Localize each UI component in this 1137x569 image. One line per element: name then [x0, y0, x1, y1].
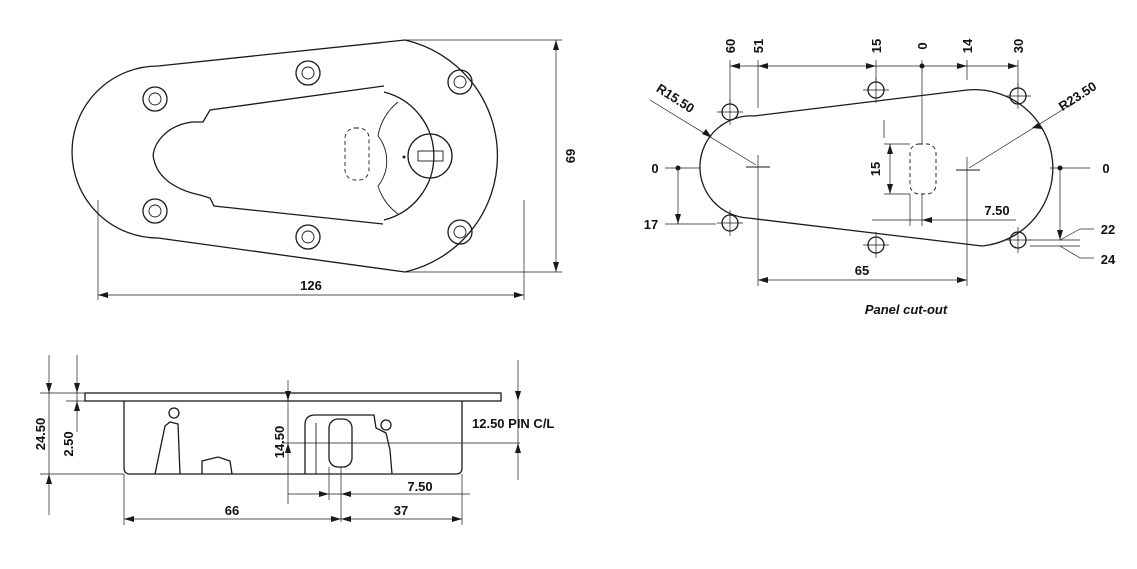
fixing-hole-inner	[148, 204, 162, 218]
top-view: 126 69	[71, 39, 578, 300]
side-view-pin-housing	[304, 414, 393, 475]
fixing-hole	[447, 69, 473, 95]
side-view-pivot-right	[380, 419, 392, 431]
fixing-hole-inner	[301, 66, 315, 80]
top-view-height-dimension: 69	[405, 39, 578, 273]
cutout-view: 60 51 15 0 14 30 R15.50 R23.50 0 17	[644, 38, 1116, 317]
side-view-offset-dimension: 7.50	[288, 467, 470, 522]
side-view-pin-cl-dimension: 12.50 PIN C/L	[472, 360, 554, 480]
cutout-slot	[909, 143, 937, 195]
cutout-right-22-label: 22	[1101, 222, 1115, 237]
fixing-hole	[142, 86, 168, 112]
cutout-radius-left-label: R15.50	[654, 81, 697, 116]
top-view-lock-dot	[402, 155, 406, 159]
fixing-hole	[295, 60, 321, 86]
top-view-lock-housing-inner	[377, 101, 399, 215]
cutout-outline	[699, 88, 1054, 247]
cutout-left-dimensions: 0 17	[644, 161, 716, 232]
cutout-top-label-30: 30	[1011, 39, 1026, 53]
top-view-key-slot	[417, 150, 444, 162]
cutout-width-dimension: 65	[757, 180, 968, 286]
side-view-pivot-left	[168, 407, 180, 419]
cutout-top-label-60: 60	[723, 39, 738, 53]
side-view-height-dimensions: 24.50 2.50	[33, 355, 124, 515]
top-view-recess-outline	[152, 85, 385, 225]
cutout-radius-right-label: R23.50	[1056, 79, 1099, 114]
side-view-flange	[84, 392, 502, 402]
cutout-top-label-51: 51	[751, 39, 766, 53]
cutout-right-24-label: 24	[1101, 252, 1116, 267]
side-view-pin-cl-label: 12.50 PIN C/L	[472, 416, 554, 431]
side-view-flange-label: 2.50	[61, 431, 76, 456]
cutout-radius-leaders: R15.50 R23.50	[649, 79, 1099, 169]
top-view-width-dimension: 126	[97, 200, 525, 300]
cutout-top-label-15: 15	[869, 39, 884, 53]
cutout-fixing-holes	[717, 77, 1031, 258]
top-view-width-label: 126	[300, 278, 322, 293]
fixing-hole	[295, 224, 321, 250]
cutout-width-label: 65	[855, 263, 869, 278]
side-view-body	[123, 401, 463, 475]
cutout-left-17-label: 17	[644, 217, 658, 232]
cutout-top-label-14: 14	[960, 38, 975, 53]
fixing-hole	[447, 219, 473, 245]
side-view-width-dimensions: 66 37	[123, 474, 463, 525]
cutout-centre-marks	[746, 155, 980, 182]
cutout-right-zero-label: 0	[1102, 161, 1109, 176]
fixing-hole-inner	[148, 92, 162, 106]
side-view-pin-height-label: 14.50	[272, 426, 287, 459]
side-view-overall-height-label: 24.50	[33, 418, 48, 451]
cutout-right-dimensions: 0 22 24	[1030, 161, 1116, 267]
side-view: 24.50 2.50 14.50 12.50 PIN C/L 7.50	[33, 355, 554, 525]
fixing-hole-inner	[301, 230, 315, 244]
side-view-left-width-label: 66	[225, 503, 239, 518]
top-view-height-label: 69	[563, 149, 578, 163]
top-view-fixing-holes	[142, 60, 473, 250]
top-view-lock-housing	[383, 91, 435, 221]
side-view-offset-label: 7.50	[407, 479, 432, 494]
side-view-hook-arm	[154, 421, 181, 475]
side-view-pin-height-dimension: 14.50	[272, 380, 520, 504]
side-view-right-width-label: 37	[394, 503, 408, 518]
fixing-hole-inner	[453, 75, 467, 89]
cutout-slot-height-label: 15	[868, 162, 883, 176]
cutout-slot-offset-dimension: 7.50	[872, 194, 1016, 226]
side-view-block	[201, 456, 233, 475]
cutout-caption: Panel cut-out	[865, 302, 948, 317]
fixing-hole	[142, 198, 168, 224]
cutout-slot-offset-label: 7.50	[984, 203, 1009, 218]
cutout-slot-height-dimension: 15	[868, 120, 910, 195]
fixing-hole-inner	[453, 225, 467, 239]
cutout-top-label-0: 0	[915, 42, 930, 49]
cutout-left-zero-label: 0	[651, 161, 658, 176]
top-view-key-lock	[407, 133, 453, 179]
cutout-top-dimensions: 60 51 15 0 14 30	[723, 38, 1026, 144]
top-view-finger-slot	[344, 127, 370, 181]
